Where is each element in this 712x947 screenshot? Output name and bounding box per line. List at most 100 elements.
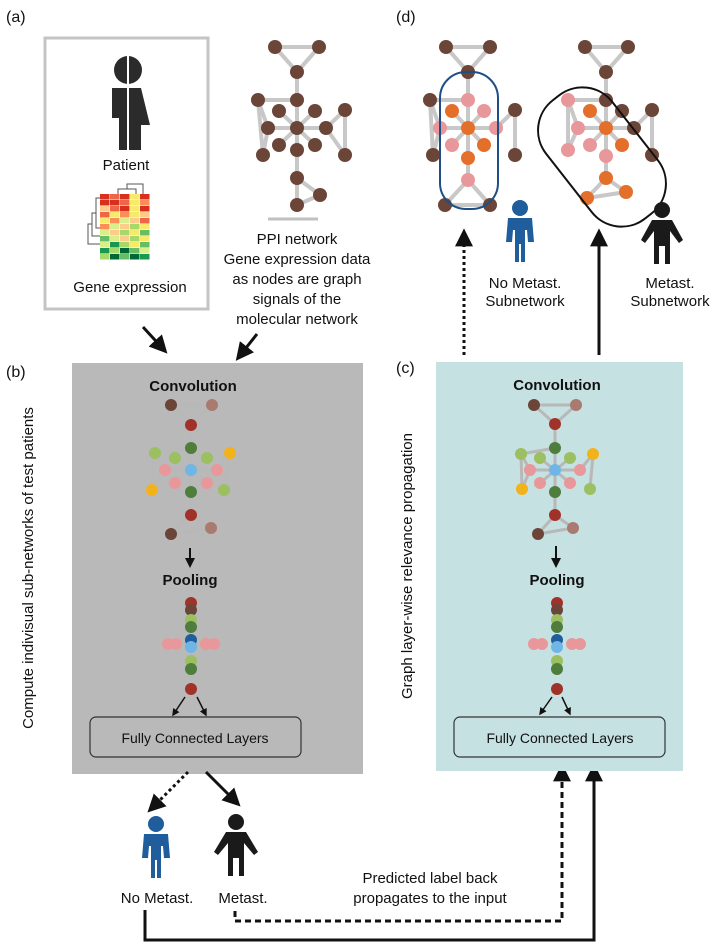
- metast-subnetwork-graph: [537, 40, 667, 228]
- heatmap-cell: [140, 200, 150, 206]
- heatmap-cell: [120, 224, 130, 230]
- panel-c-pooling-graph: [528, 597, 586, 695]
- ppi-line-4: signals of the: [253, 291, 341, 308]
- metast-highlight-ring: [537, 86, 667, 228]
- heatmap-cell: [130, 254, 140, 260]
- heatmap-cell: [130, 206, 140, 212]
- arrow-patient-to-b: [141, 325, 168, 354]
- heatmap-cell: [110, 236, 120, 242]
- heatmap-cell: [100, 194, 110, 200]
- ppi-line-5: molecular network: [236, 311, 358, 328]
- heatmap-cell: [100, 236, 110, 242]
- bottom-metast-label: Metast.: [218, 890, 267, 907]
- heatmap-cell: [140, 218, 150, 224]
- predicted-line-2: propagates to the input: [353, 890, 507, 907]
- ppi-line-3: as nodes are graph: [232, 271, 361, 288]
- no-metast-subnetwork-graph: [423, 40, 522, 212]
- heatmap-cell: [140, 236, 150, 242]
- ppi-description: PPI network Gene expression data as node…: [224, 231, 371, 328]
- no-metast-highlight-ring: [439, 71, 499, 210]
- panel-b-fc-label: Fully Connected Layers: [121, 730, 268, 746]
- panel-b-pool-arrow-left: [172, 696, 186, 717]
- heatmap-cell: [130, 242, 140, 248]
- heatmap-cell: [130, 236, 140, 242]
- heatmap-cell: [110, 254, 120, 260]
- heatmap-cell: [130, 224, 140, 230]
- heatmap-cell: [100, 248, 110, 254]
- feedback-solid-line: [143, 763, 603, 942]
- heatmap-cell: [130, 218, 140, 224]
- patient-box: [43, 36, 210, 311]
- panel-label-c: (c): [396, 360, 415, 377]
- gene-expression-heatmap: [87, 183, 150, 260]
- panel-c-side-text: Graph layer-wise relevance propagation: [399, 433, 416, 699]
- heatmap-cell: [130, 212, 140, 218]
- ppi-network: [251, 40, 352, 221]
- panel-label-d: (d): [396, 9, 416, 26]
- panel-label-b: (b): [6, 364, 26, 381]
- heatmap-cell: [100, 200, 110, 206]
- heatmap-cell: [120, 242, 130, 248]
- panel-c-convolution-label: Convolution: [513, 377, 600, 394]
- panel-b-pool-arrow-right: [196, 696, 207, 717]
- patient-icon: [112, 56, 150, 150]
- panel-b-side-text: Compute indivisual sub-networks of test …: [20, 407, 37, 729]
- feedback-dashed-line: [233, 763, 571, 923]
- output-arrow-no-metast: [147, 770, 190, 813]
- heatmap-cell: [110, 218, 120, 224]
- heatmap-cell: [120, 200, 130, 206]
- heatmap-cell: [140, 212, 150, 218]
- ppi-line-1: PPI network: [257, 231, 338, 248]
- heatmap-cell: [100, 254, 110, 260]
- heatmap-cell: [120, 218, 130, 224]
- heatmap-cell: [110, 248, 120, 254]
- heatmap-cell: [140, 242, 150, 248]
- heatmap-cell: [120, 230, 130, 236]
- heatmap-cell: [100, 230, 110, 236]
- heatmap-cell: [120, 206, 130, 212]
- panel-b-pooling-graph: [162, 597, 220, 695]
- heatmap-cell: [110, 206, 120, 212]
- no-metast-subnetwork-line-2: Subnetwork: [485, 293, 565, 310]
- person-black-top-icon: [641, 202, 683, 264]
- heatmap-cell: [130, 230, 140, 236]
- heatmap-cell: [120, 236, 130, 242]
- arrow-ppi-to-b: [235, 333, 259, 361]
- panel-c-pool-arrow-left: [539, 696, 553, 716]
- panel-c-convolution-graph: [515, 399, 599, 540]
- heatmap-cell: [140, 254, 150, 260]
- panel-label-a: (a): [6, 9, 26, 26]
- heatmap-cell: [100, 212, 110, 218]
- panel-c-fc-label: Fully Connected Layers: [486, 730, 633, 746]
- heatmap-cell: [140, 194, 150, 200]
- heatmap-cell: [120, 194, 130, 200]
- gene-expression-label: Gene expression: [73, 279, 186, 296]
- person-blue-top-icon: [506, 200, 534, 262]
- heatmap-cell: [120, 248, 130, 254]
- metast-subnetwork-line-1: Metast.: [645, 275, 694, 292]
- heatmap-cell: [120, 254, 130, 260]
- output-arrow-metast: [204, 770, 241, 807]
- panel-c-fc-box: [453, 716, 666, 758]
- heatmap-cell: [100, 218, 110, 224]
- predicted-line-1: Predicted label back: [362, 870, 498, 887]
- heatmap-cell: [110, 224, 120, 230]
- heatmap-cell: [130, 248, 140, 254]
- heatmap-cell: [110, 242, 120, 248]
- heatmap-cell: [130, 200, 140, 206]
- panel-b-pooling-label: Pooling: [163, 572, 218, 589]
- heatmap-cell: [110, 194, 120, 200]
- heatmap-cell: [140, 206, 150, 212]
- heatmap-cell: [130, 194, 140, 200]
- heatmap-cell: [120, 212, 130, 218]
- heatmap-cell: [100, 206, 110, 212]
- person-blue-bottom-icon: [142, 816, 170, 878]
- person-black-bottom-icon: [214, 814, 258, 876]
- heatmap-cell: [140, 248, 150, 254]
- panel-b-fc-box: [89, 716, 302, 758]
- panel-c-pool-arrow-right: [561, 696, 571, 716]
- patient-label: Patient: [103, 157, 151, 174]
- panel-b-convolution-label: Convolution: [149, 378, 236, 395]
- panel-b-convolution-graph: [146, 399, 236, 540]
